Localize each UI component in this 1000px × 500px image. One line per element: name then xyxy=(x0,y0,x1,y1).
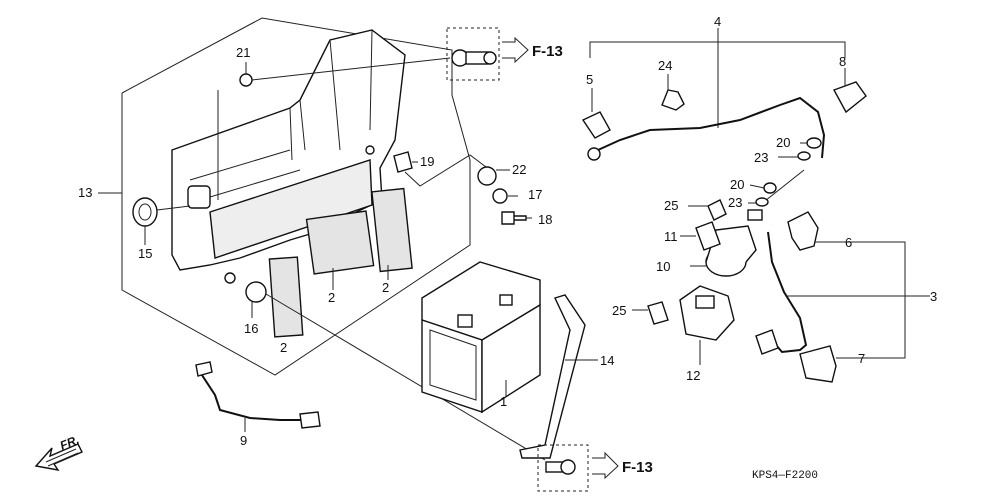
clip-25-lower xyxy=(647,301,669,325)
callout-21: 21 xyxy=(236,45,250,60)
callout-14: 14 xyxy=(600,353,614,368)
drawing-code: KPS4—F2200 xyxy=(752,470,818,482)
callout-8: 8 xyxy=(839,54,846,69)
bolt-bottom xyxy=(537,444,619,492)
cover-6 xyxy=(787,211,819,251)
washer-17 xyxy=(492,188,508,204)
cable-4 xyxy=(597,96,826,159)
part-11 xyxy=(695,221,721,251)
clip-25-upper xyxy=(707,199,727,221)
callout-10: 10 xyxy=(656,259,670,274)
bolt-23-upper xyxy=(797,151,811,161)
callout-24: 24 xyxy=(658,58,672,73)
front-label: FR. xyxy=(58,433,81,453)
callout-22: 22 xyxy=(512,162,526,177)
battery-box xyxy=(171,29,406,284)
pad-2-center xyxy=(305,210,375,275)
cable-3 xyxy=(767,231,808,354)
pad-2-left xyxy=(268,256,304,338)
starter-relay-10 xyxy=(690,209,763,277)
nut-20-upper xyxy=(806,137,822,149)
callout-12: 12 xyxy=(686,368,700,383)
callout-2c: 2 xyxy=(280,340,287,355)
grommet-16 xyxy=(245,281,267,303)
nut-20-lower xyxy=(763,182,777,194)
assembly-outline xyxy=(121,17,471,376)
callout-23a: 23 xyxy=(754,150,768,165)
terminal-cover-8 xyxy=(832,81,867,114)
callout-11: 11 xyxy=(664,229,678,244)
callout-2a: 2 xyxy=(328,290,335,305)
terminal-cover-5 xyxy=(581,111,611,139)
callout-2b: 2 xyxy=(382,280,389,295)
callout-15: 15 xyxy=(138,246,152,261)
callout-25a: 25 xyxy=(664,198,678,213)
cable-9 xyxy=(199,371,310,421)
callout-4: 4 xyxy=(714,14,721,29)
ref-f13-bottom: F-13 xyxy=(622,459,653,476)
bolt-top xyxy=(446,27,529,81)
front-arrow-icon xyxy=(34,443,83,471)
grommet-15 xyxy=(132,197,158,227)
nut-21 xyxy=(239,73,253,87)
callout-19: 19 xyxy=(420,154,434,169)
bolt-18 xyxy=(501,211,527,225)
bolt-23-lower xyxy=(755,197,769,207)
callout-20a: 20 xyxy=(776,135,790,150)
callout-25b: 25 xyxy=(612,303,626,318)
pad-2-right xyxy=(371,187,413,273)
callout-3: 3 xyxy=(930,289,937,304)
callout-18: 18 xyxy=(538,212,552,227)
bracket-14 xyxy=(519,294,586,459)
battery xyxy=(421,261,541,414)
callout-16: 16 xyxy=(244,321,258,336)
fuse-box-12 xyxy=(679,285,735,365)
callout-20b: 20 xyxy=(730,177,744,192)
clamp-24 xyxy=(661,89,685,111)
nut-22 xyxy=(477,166,497,186)
clip-19 xyxy=(393,151,413,173)
callout-17: 17 xyxy=(528,187,542,202)
callout-23b: 23 xyxy=(728,195,742,210)
ref-f13-top: F-13 xyxy=(532,43,563,60)
callout-1: 1 xyxy=(500,394,507,409)
callout-13: 13 xyxy=(78,185,92,200)
callout-7: 7 xyxy=(858,351,865,366)
callout-5: 5 xyxy=(586,72,593,87)
callout-9: 9 xyxy=(240,433,247,448)
callout-6: 6 xyxy=(845,235,852,250)
cover-7 xyxy=(799,345,837,383)
